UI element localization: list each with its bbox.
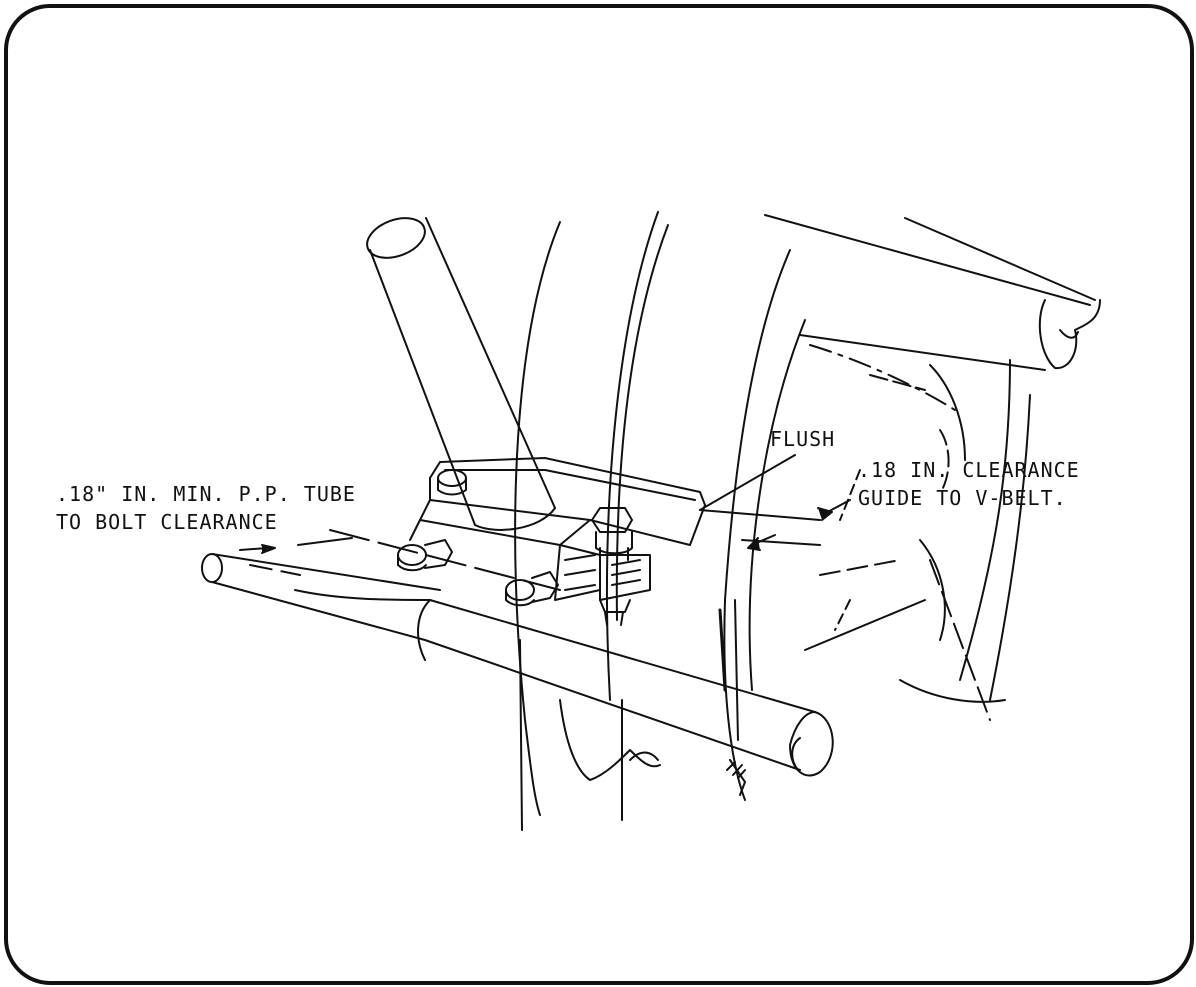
bolt-top-left [437, 469, 467, 496]
tube-clearance-line2: TO BOLT CLEARANCE [56, 510, 278, 534]
bolt-front-left [397, 539, 453, 572]
v-belt-pulley [514, 211, 806, 831]
bolt-front-right [505, 571, 559, 607]
clamp-bracket [409, 457, 706, 601]
tube-clearance-label: .18" IN. MIN. P.P. TUBE TO BOLT CLEARANC… [56, 480, 356, 536]
upright-tube [366, 217, 556, 531]
belt-clearance-line2: GUIDE TO V-BELT. [858, 486, 1067, 510]
bolt-top-right [591, 507, 633, 561]
nut-bottom [599, 599, 631, 626]
figure-frame [4, 4, 1194, 985]
belt-clearance-label: .18 IN. CLEARANCE GUIDE TO V-BELT. [858, 456, 1080, 512]
belt-clearance-line1: .18 IN. CLEARANCE [858, 458, 1080, 482]
leader-lines [239, 454, 851, 591]
tube-clearance-line1: .18" IN. MIN. P.P. TUBE [56, 482, 356, 506]
horizontal-tube [201, 553, 834, 777]
hatch-marks [726, 761, 746, 779]
flush-label: FLUSH [770, 427, 836, 451]
lower-bracket [559, 699, 661, 781]
wheel-hub [764, 214, 1101, 721]
